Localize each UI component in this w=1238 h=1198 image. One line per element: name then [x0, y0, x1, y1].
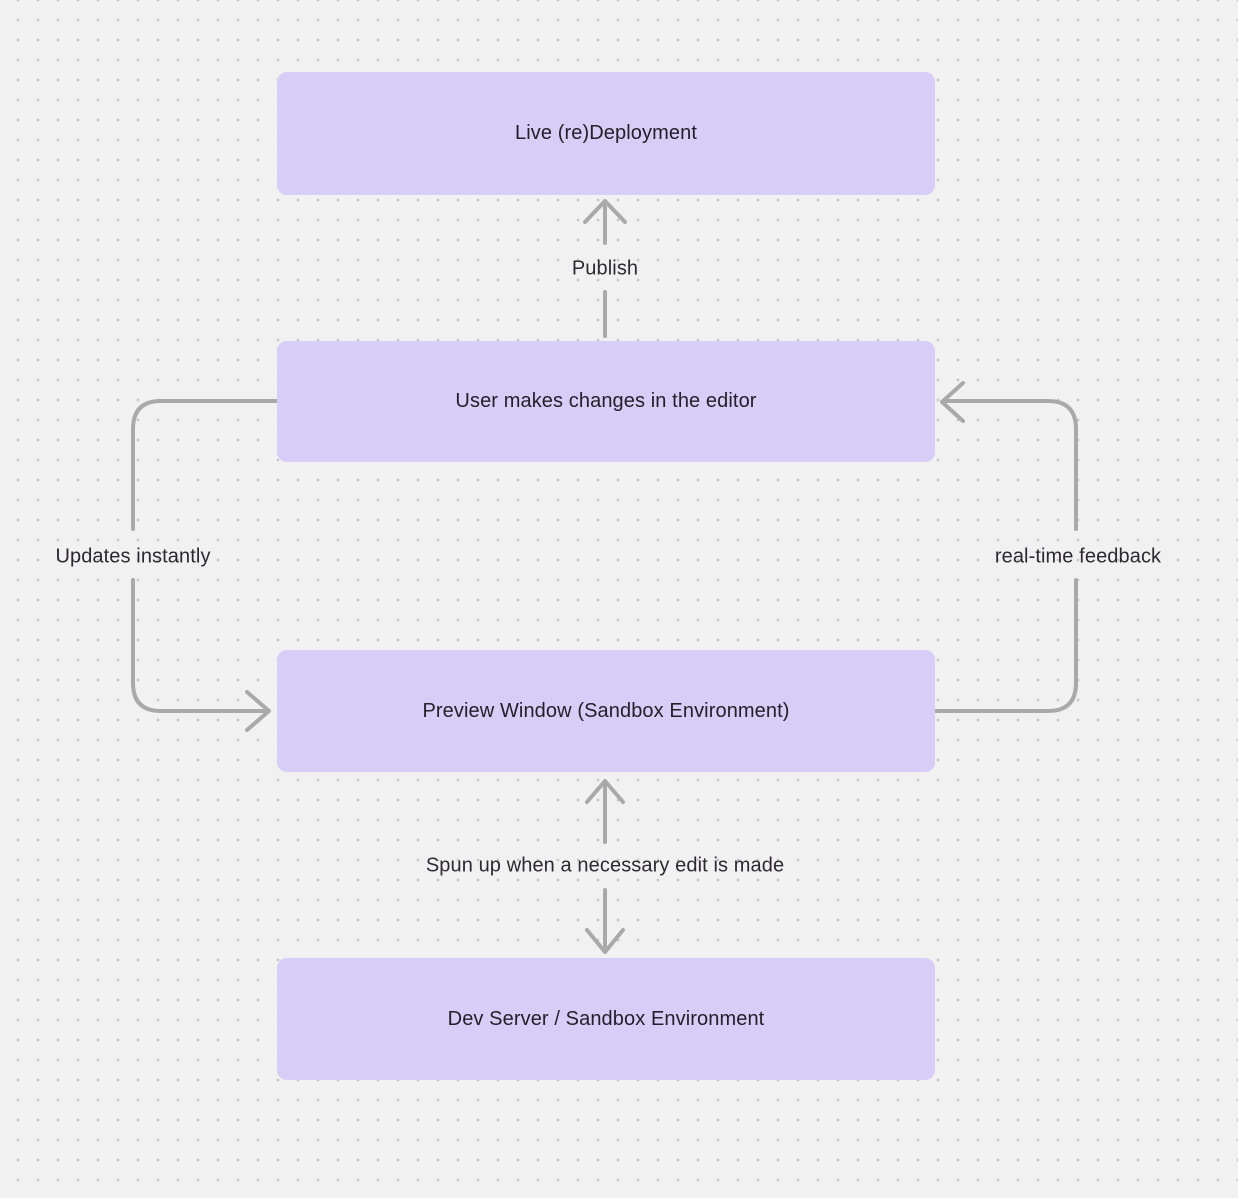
publish-arrow-head-segment: [583, 199, 627, 245]
feedback-loop-upper-segment: [940, 381, 1078, 531]
node-live-deployment-label: Live (re)Deployment: [515, 122, 697, 144]
node-preview-window-label: Preview Window (Sandbox Environment): [422, 699, 790, 722]
node-live-deployment[interactable]: Live (re)Deployment: [277, 72, 935, 195]
node-preview-window[interactable]: Preview Window (Sandbox Environment): [277, 650, 935, 772]
updates-loop-lower-segment: [131, 578, 271, 732]
spun-up-arrow: [585, 779, 625, 844]
updates-loop-upper-segment: [131, 399, 279, 531]
edge-label-publish: Publish: [571, 257, 639, 280]
spun-down-arrow: [585, 888, 625, 954]
node-dev-server[interactable]: Dev Server / Sandbox Environment: [277, 958, 935, 1080]
node-dev-server-label: Dev Server / Sandbox Environment: [447, 1007, 765, 1030]
feedback-loop-lower-segment: [933, 578, 1078, 713]
edge-label-spun-up: Spun up when a necessary edit is made: [425, 854, 785, 877]
node-user-editor[interactable]: User makes changes in the editor: [277, 341, 935, 462]
edge-label-updates-instantly: Updates instantly: [55, 545, 211, 568]
edge-label-real-time-feedback: real-time feedback: [994, 545, 1162, 568]
node-user-editor-label: User makes changes in the editor: [455, 390, 757, 412]
